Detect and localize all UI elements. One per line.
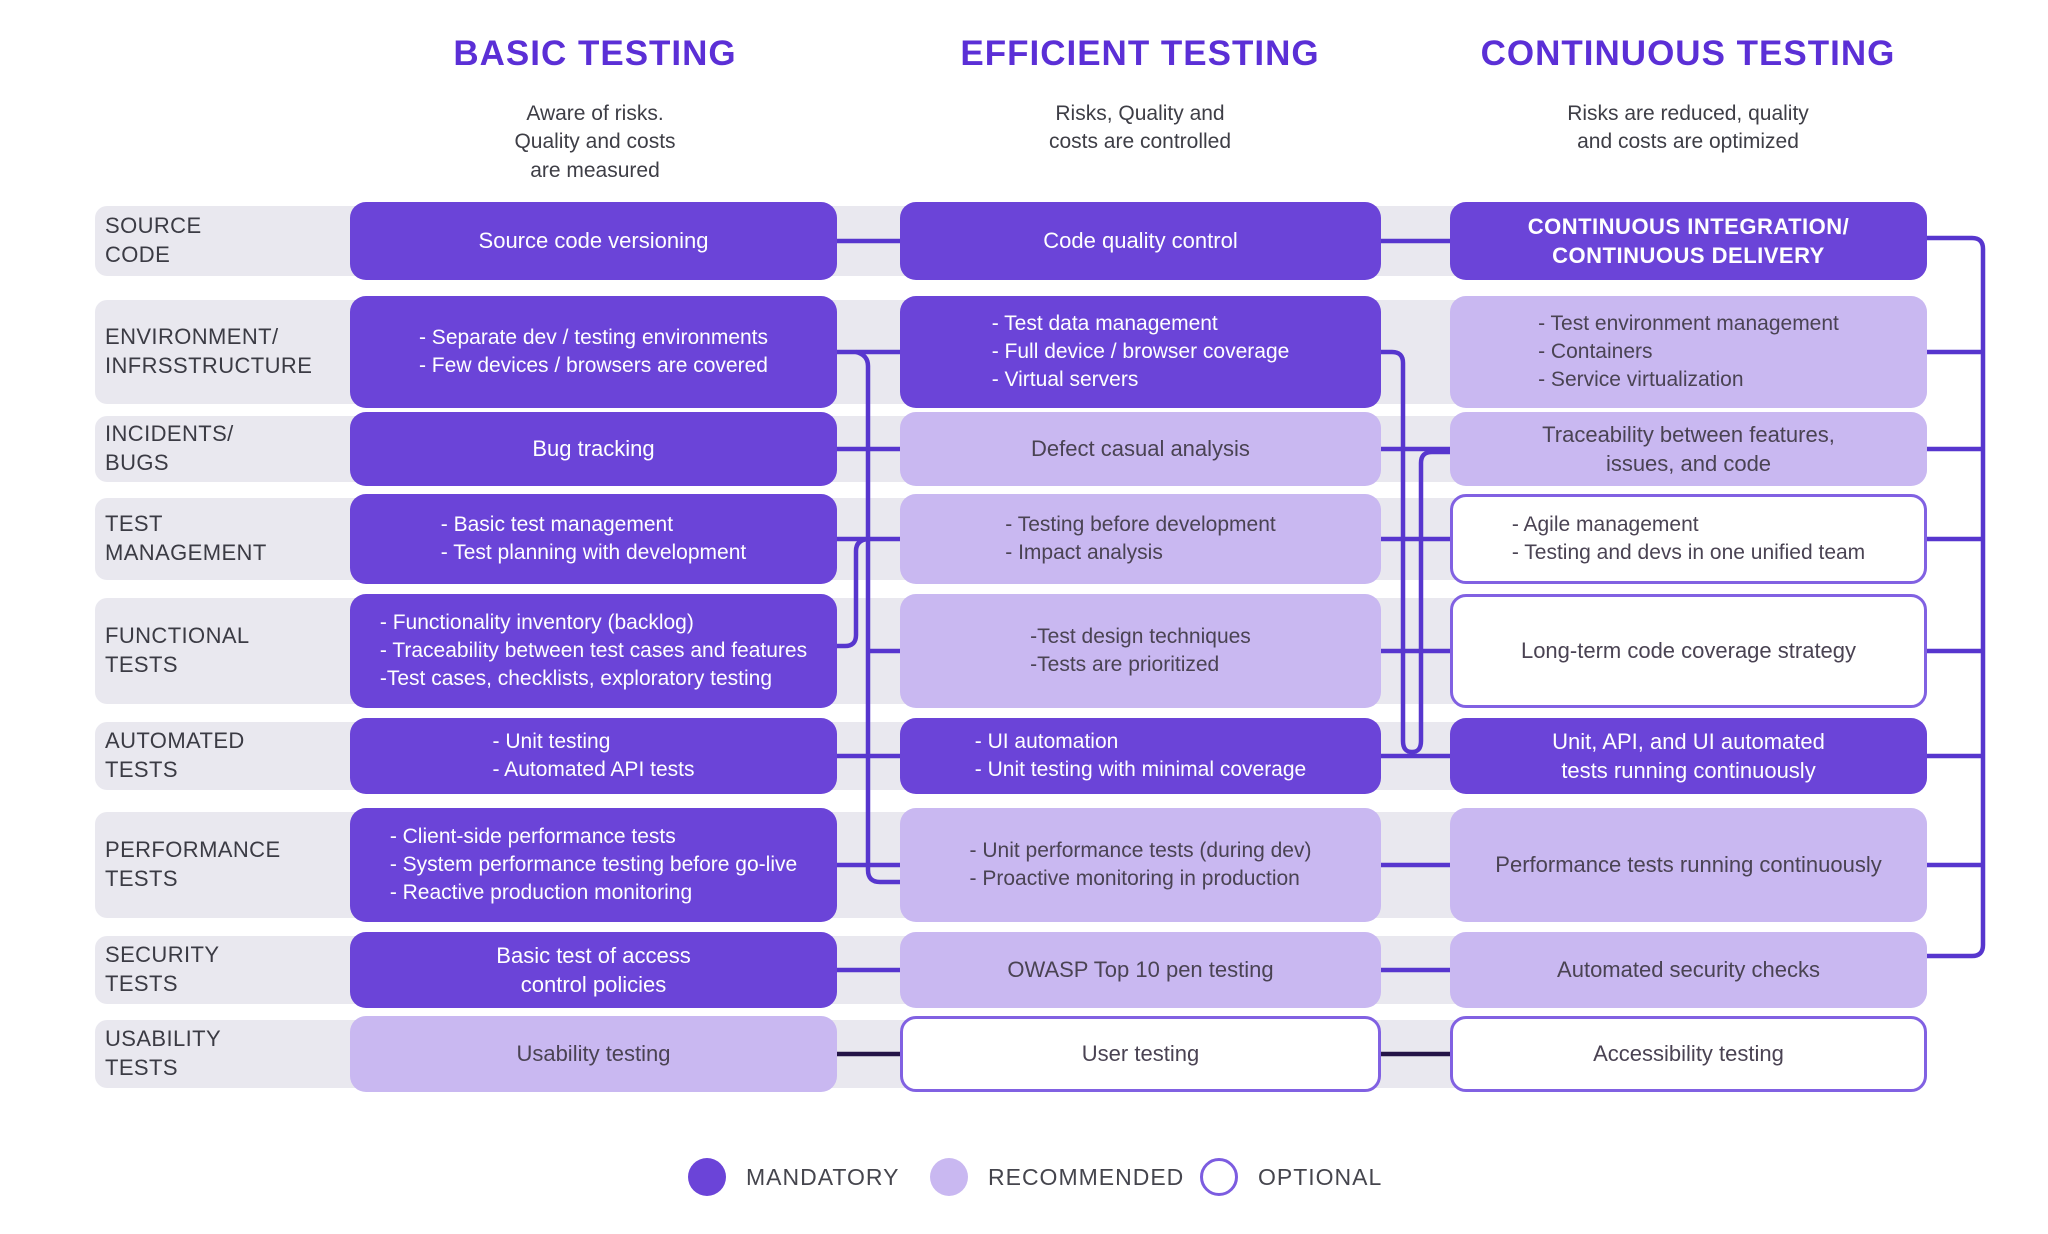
cell-text: Performance tests running continuously	[1495, 852, 1882, 878]
mandatory-dot-icon	[688, 1158, 726, 1196]
cell-text: - Client-side performance tests- System …	[389, 824, 798, 905]
column-title-continuous: CONTINUOUS TESTING	[1480, 34, 1896, 73]
cell-text: Automated security checks	[1557, 957, 1820, 983]
column-subtitle-continuous: Risks are reduced, quality and costs are…	[1567, 102, 1809, 154]
wire-g1-s-curve	[837, 536, 869, 649]
row-label: INCIDENTS/ BUGS	[105, 421, 234, 475]
cell-text: Usability testing	[516, 1041, 671, 1067]
row-label: AUTOMATED TESTS	[105, 728, 245, 782]
cell-text: Long-term code coverage strategy	[1520, 638, 1857, 664]
legend-label-mandatory: MANDATORY	[746, 1163, 900, 1190]
cell-text: User testing	[1081, 1041, 1200, 1067]
wire-g2-serpentine	[1381, 349, 1450, 755]
legend-label-recommended: RECOMMENDED	[988, 1163, 1185, 1190]
cell-text: Source code versioning	[478, 228, 709, 254]
cell-recommended: Traceability between features,issues, an…	[1450, 412, 1927, 486]
cell-text: - Agile management- Testing and devs in …	[1511, 512, 1866, 564]
cell-mandatory: - Functionality inventory (backlog)- Tra…	[350, 594, 837, 708]
wire-g1-long-rail	[855, 349, 900, 885]
cell-optional: Accessibility testing	[1450, 1016, 1927, 1092]
cell-text: - Unit testing- Automated API tests	[492, 729, 695, 781]
column-title-basic: BASIC TESTING	[453, 34, 737, 73]
cell-optional: - Agile management- Testing and devs in …	[1450, 494, 1927, 584]
row-label: ENVIRONMENT/ INFRSSTRUCTURE	[105, 324, 313, 378]
cell-text: Code quality control	[1043, 228, 1238, 254]
cell-text: - Test environment management- Container…	[1538, 311, 1839, 392]
cell-mandatory: Source code versioning	[350, 202, 837, 280]
legend-item-recommended: RECOMMENDED	[930, 1158, 1184, 1196]
row-label: PERFORMANCE TESTS	[105, 837, 281, 891]
cell-text: - Unit performance tests (during dev)- P…	[969, 838, 1312, 890]
cell-recommended: Automated security checks	[1450, 932, 1927, 1008]
legend-label-optional: OPTIONAL	[1258, 1163, 1383, 1190]
wire-g3-rail	[1927, 235, 1986, 959]
cell-recommended: - Testing before development- Impact ana…	[900, 494, 1381, 584]
cell-text: -Test design techniques-Tests are priori…	[1030, 624, 1251, 676]
cell-mandatory: - Unit testing- Automated API tests	[350, 718, 837, 794]
cell-mandatory: Code quality control	[900, 202, 1381, 280]
legend-item-mandatory: MANDATORY	[688, 1158, 899, 1196]
column-header-efficient: EFFICIENT TESTING Risks, Quality and cos…	[860, 34, 1420, 157]
column-title-efficient: EFFICIENT TESTING	[960, 34, 1320, 73]
row-label: FUNCTIONAL TESTS	[105, 623, 250, 677]
cell-mandatory: - Basic test management- Test planning w…	[350, 494, 837, 584]
cell-text: - Separate dev / testing environments- F…	[418, 325, 769, 377]
cell-recommended: OWASP Top 10 pen testing	[900, 932, 1381, 1008]
optional-dot-icon	[1200, 1158, 1238, 1196]
cell-mandatory: CONTINUOUS INTEGRATION/CONTINUOUS DELIVE…	[1450, 202, 1927, 280]
column-subtitle-efficient: Risks, Quality and costs are controlled	[1048, 102, 1232, 154]
cell-mandatory: - Separate dev / testing environments- F…	[350, 296, 837, 408]
cell-text: - Test data management- Full device / br…	[991, 311, 1290, 392]
cell-optional: Long-term code coverage strategy	[1450, 594, 1927, 708]
cell-recommended: Performance tests running continuously	[1450, 808, 1927, 922]
cell-text: Defect casual analysis	[1031, 436, 1250, 462]
row-label: SOURCE CODE	[105, 213, 202, 267]
cell-text: - Functionality inventory (backlog)- Tra…	[379, 610, 808, 691]
cell-mandatory: - Test data management- Full device / br…	[900, 296, 1381, 408]
legend-item-optional: OPTIONAL	[1200, 1158, 1382, 1196]
row-label: SECURITY TESTS	[105, 942, 220, 996]
cell-text: - Basic test management- Test planning w…	[440, 512, 747, 564]
column-header-basic: BASIC TESTING Aware of risks. Quality an…	[315, 34, 875, 185]
cell-text: OWASP Top 10 pen testing	[1007, 957, 1274, 983]
cell-text: Traceability between features,issues, an…	[1542, 421, 1835, 476]
cell-optional: User testing	[900, 1016, 1381, 1092]
cell-recommended: - Test environment management- Container…	[1450, 296, 1927, 408]
cell-recommended: -Test design techniques-Tests are priori…	[900, 594, 1381, 708]
cell-text: - UI automation- Unit testing with minim…	[974, 729, 1307, 781]
cell-mandatory: Bug tracking	[350, 412, 837, 486]
cell-mandatory: - Client-side performance tests- System …	[350, 808, 837, 922]
cell-text: - Testing before development- Impact ana…	[1005, 512, 1276, 564]
cell-recommended: Defect casual analysis	[900, 412, 1381, 486]
column-subtitle-basic: Aware of risks. Quality and costs are me…	[514, 102, 676, 182]
cell-recommended: - Unit performance tests (during dev)- P…	[900, 808, 1381, 922]
cell-mandatory: - UI automation- Unit testing with minim…	[900, 718, 1381, 794]
column-header-continuous: CONTINUOUS TESTING Risks are reduced, qu…	[1408, 34, 1968, 157]
cell-text: Accessibility testing	[1593, 1041, 1784, 1067]
cell-recommended: Usability testing	[350, 1016, 837, 1092]
cell-text: Bug tracking	[532, 436, 655, 462]
row-label: USABILITY TESTS	[105, 1026, 222, 1080]
cell-text: CONTINUOUS INTEGRATION/CONTINUOUS DELIVE…	[1527, 213, 1850, 268]
recommended-dot-icon	[930, 1158, 968, 1196]
row-label: TEST MANAGEMENT	[105, 511, 267, 565]
